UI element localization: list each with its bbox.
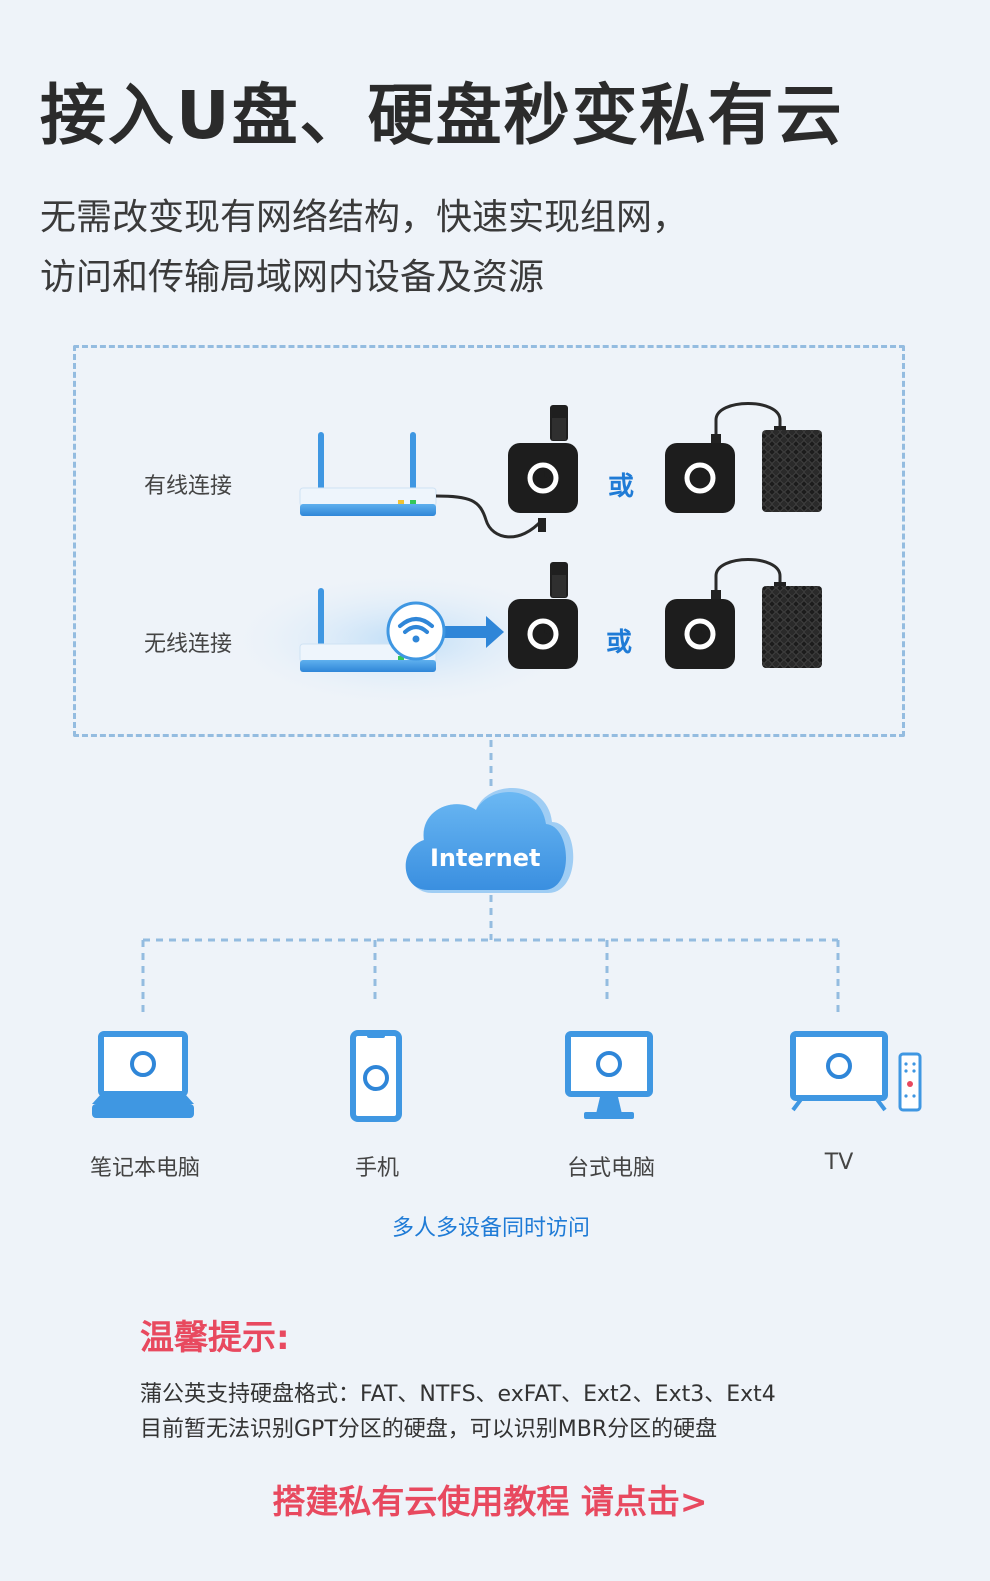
tv-icon <box>790 1031 888 1112</box>
tips-line-formats: 蒲公英支持硬盘格式：FAT、NTFS、exFAT、Ext2、Ext3、Ext4 <box>140 1382 776 1407</box>
dandelion-box-harddisk-wired-icon <box>665 402 822 513</box>
dandelion-box-wireless-icon <box>508 562 578 669</box>
device-label-tv: TV <box>824 1150 854 1175</box>
internet-label: Internet <box>430 844 541 872</box>
page-title: 接入U盘、硬盘秒变私有云 <box>40 77 844 154</box>
tips-line-partitions: 目前暂无法识别GPT分区的硬盘，可以识别MBR分区的硬盘 <box>140 1417 718 1442</box>
laptop-icon <box>92 1031 194 1118</box>
wifi-signal-icon <box>386 601 504 661</box>
multi-access-caption: 多人多设备同时访问 <box>391 1216 591 1241</box>
wired-connection-label: 有线连接 <box>144 474 233 499</box>
or-label-wireless: 或 <box>606 628 633 658</box>
phone-icon <box>350 1030 402 1122</box>
device-label-phone: 手机 <box>354 1156 400 1181</box>
wired-router-icon <box>299 432 437 516</box>
device-label-laptop: 笔记本电脑 <box>89 1156 201 1181</box>
or-label-wired: 或 <box>608 472 635 502</box>
remote-control-icon <box>898 1052 922 1112</box>
subtitle-line-2: 访问和传输局域网内设备及资源 <box>40 257 545 298</box>
tutorial-link[interactable]: 搭建私有云使用教程 请点击> <box>272 1482 708 1521</box>
wireless-connection-label: 无线连接 <box>144 632 233 657</box>
lan-dashed-box <box>73 345 905 737</box>
dandelion-box-wired-icon <box>508 405 578 532</box>
device-label-desktop: 台式电脑 <box>566 1156 656 1181</box>
internet-cloud-icon <box>405 788 574 893</box>
dandelion-box-harddisk-wireless-icon <box>665 558 822 669</box>
tips-title: 温馨提示: <box>140 1318 290 1358</box>
subtitle-line-1: 无需改变现有网络结构，快速实现组网， <box>40 197 689 238</box>
dashed-connectors <box>141 740 840 1015</box>
desktop-icon <box>565 1031 653 1119</box>
